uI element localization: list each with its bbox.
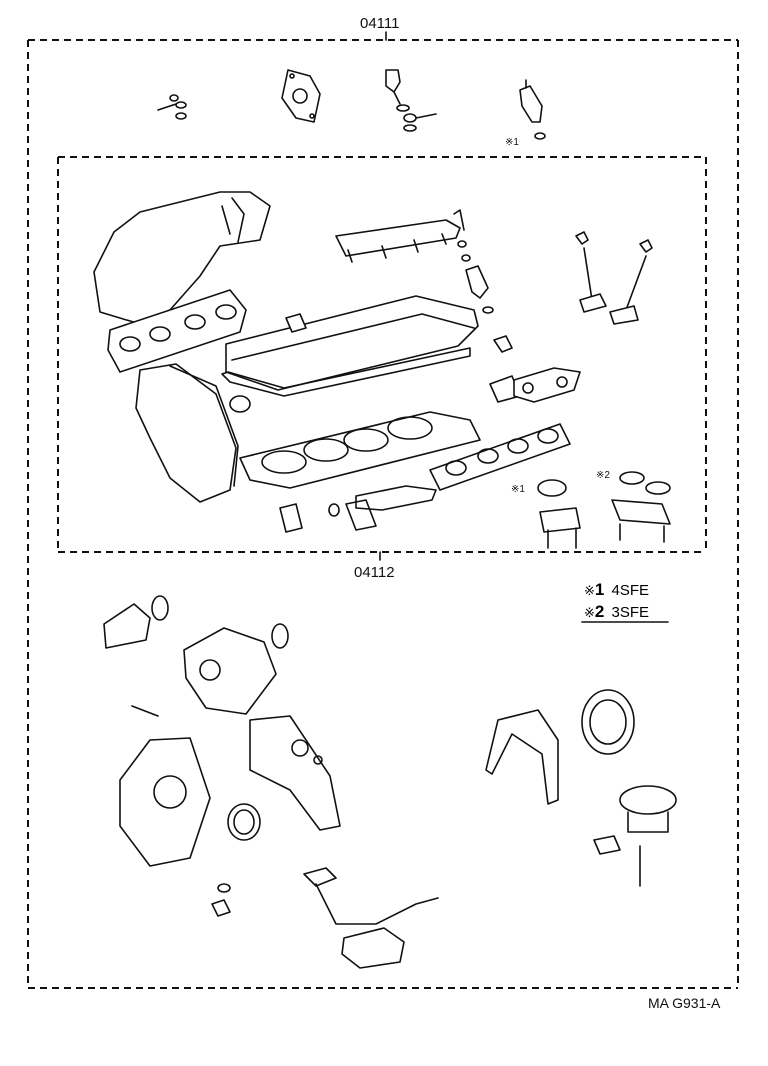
egr-valve-gasket: [593, 785, 677, 887]
note-marker-1-lower: ※1: [511, 484, 525, 495]
legend-row-2: ※2 3SFE: [584, 602, 649, 622]
egr-parts-upper: [489, 335, 581, 403]
exhaust-valve: [609, 239, 653, 325]
exhaust-manifold-gasket: [429, 423, 571, 491]
legend-text-2: 3SFE: [611, 604, 650, 621]
oil-strainer-gasket: [303, 867, 439, 969]
legend-text-1: 4SFE: [611, 582, 650, 599]
intake-port-gasket: [107, 289, 247, 373]
rear-crank-seal: [581, 689, 635, 755]
timing-belt-cover: [119, 737, 211, 867]
valve-cover-gasket: [221, 295, 479, 397]
figure-code: MA G931-A: [648, 995, 721, 1011]
injector-top: [519, 79, 546, 140]
cylinder-head-gasket: [239, 411, 481, 489]
legend-mark-2: ※: [584, 605, 595, 620]
timing-cover-gasket: [135, 363, 251, 503]
throttle-body-gasket: [281, 69, 321, 123]
drain-plug-gasket: [211, 883, 231, 917]
intake-valve: [575, 231, 607, 313]
group-label-inner: 04112: [354, 564, 395, 581]
rear-oil-seal-retainer: [485, 709, 559, 805]
camshaft-seal-small: [131, 705, 159, 717]
note-marker-2-lower: ※2: [596, 470, 610, 481]
oil-pump-gasket: [249, 715, 341, 831]
legend-mark-1: ※: [584, 583, 595, 598]
legend-row-1: ※1 4SFE: [584, 580, 649, 600]
group-label-outer: 04111: [360, 15, 400, 32]
note-marker-1-top: ※1: [505, 137, 519, 148]
outer-group-border: [27, 31, 739, 989]
legend-num-2: 2: [594, 602, 605, 621]
legend-num-1: 1: [594, 580, 605, 599]
exhaust-pipe-gaskets: [279, 471, 671, 549]
inner-group-border: [57, 156, 707, 561]
small-seal-set: [157, 94, 187, 120]
water-pump-gasket: [183, 623, 289, 715]
fuel-rail-gaskets: [335, 209, 494, 314]
water-outlet: [103, 595, 169, 649]
intake-manifold-gasket: [93, 191, 271, 325]
idle-valve-gaskets: [385, 69, 437, 132]
crankshaft-front-seal: [227, 803, 261, 841]
